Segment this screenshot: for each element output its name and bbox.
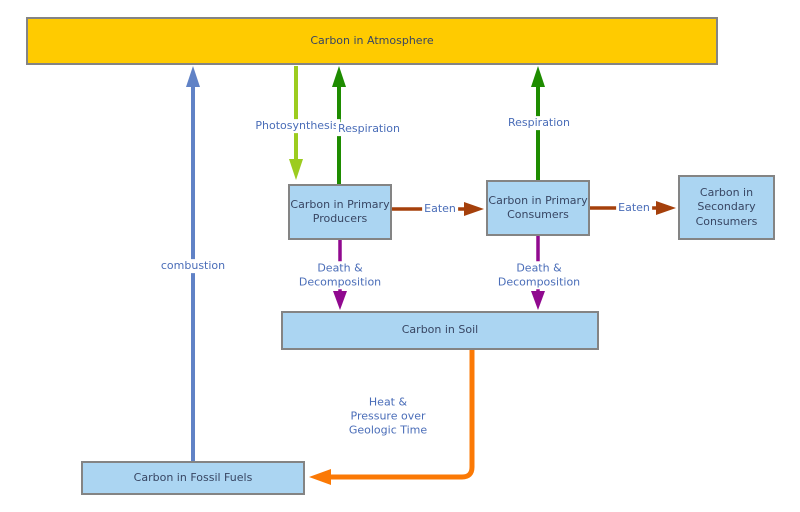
- node-carbon-in-primary-consumers: Carbon in Primary Consumers: [486, 180, 590, 236]
- edge-label-respiration-consumers: Respiration: [505, 116, 573, 130]
- photosynthesis-arrow: [289, 66, 303, 180]
- edge-label-combustion: combustion: [158, 259, 228, 273]
- node-carbon-in-secondary-consumers: Carbon in Secondary Consumers: [678, 175, 775, 240]
- edge-label-heat-pressure-geologic-time: Heat & Pressure over Geologic Time: [346, 395, 430, 437]
- node-carbon-in-primary-producers: Carbon in Primary Producers: [288, 184, 392, 240]
- node-carbon-in-fossil-fuels: Carbon in Fossil Fuels: [81, 461, 305, 495]
- respiration-consumers-arrow: [531, 66, 545, 180]
- heat-pressure-arrow: [309, 350, 475, 485]
- node-carbon-in-atmosphere: Carbon in Atmosphere: [26, 17, 718, 65]
- node-carbon-in-soil: Carbon in Soil: [281, 311, 599, 350]
- edge-label-eaten-1: Eaten: [422, 202, 458, 216]
- edge-label-death-decomposition-consumers: Death & Decomposition: [495, 261, 583, 289]
- edge-label-respiration-producers: Respiration: [335, 122, 403, 136]
- edge-label-death-decomposition-producers: Death & Decomposition: [296, 261, 384, 289]
- edge-label-eaten-2: Eaten: [616, 201, 652, 215]
- edge-label-photosynthesis: Photosynthesis: [253, 119, 341, 133]
